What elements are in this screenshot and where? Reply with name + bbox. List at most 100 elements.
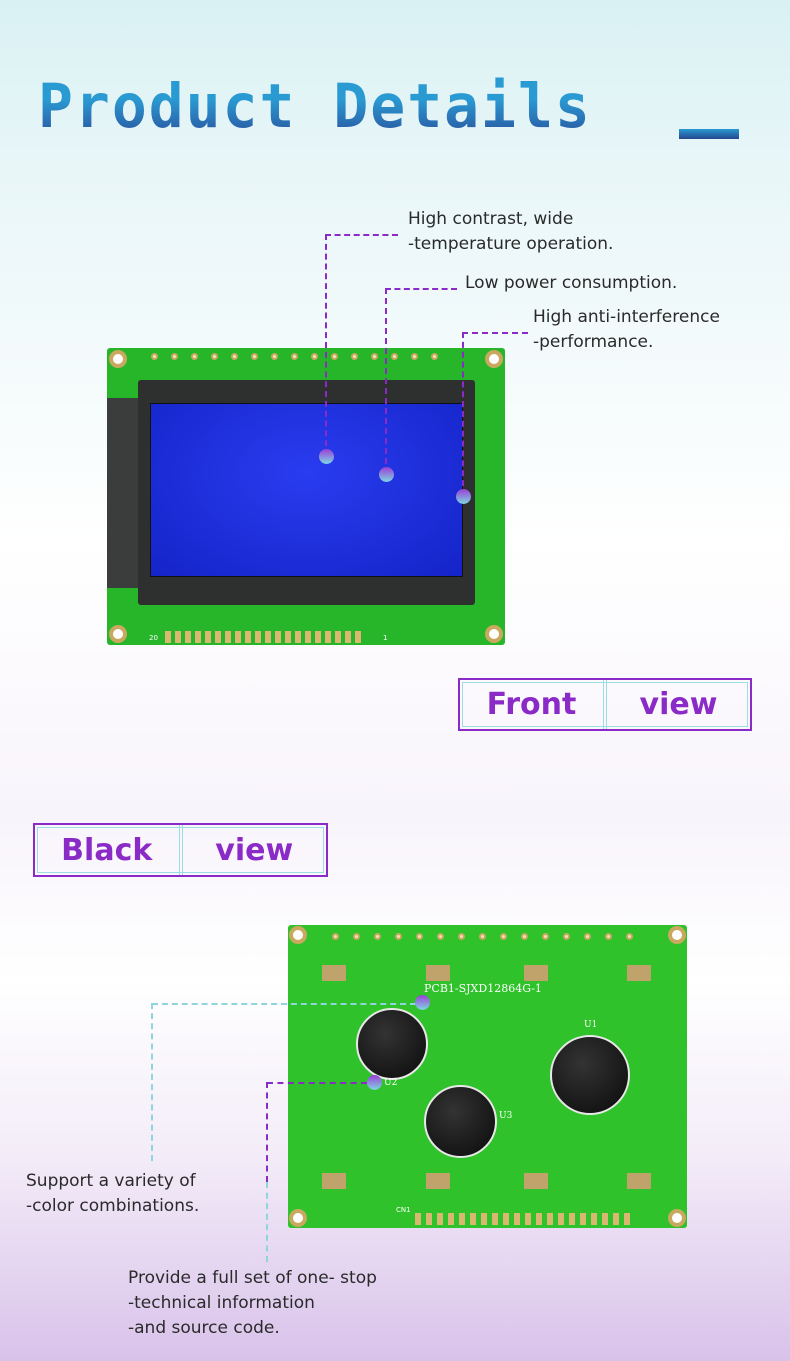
pin-hole [431,353,438,360]
chip-u2 [356,1008,428,1080]
feature-low-power: Low power consumption. [465,273,678,293]
pin-hole [437,933,444,940]
gold-finger [536,1213,542,1225]
callout-dot [456,489,471,504]
gold-finger [470,1213,476,1225]
pin-hole [584,933,591,940]
pin-hole [332,933,339,940]
tag-word: Front [486,687,577,722]
feature-technical-info: Provide a full set of one- stop -technic… [128,1268,377,1338]
pin-hole [371,353,378,360]
tag-word: view [178,825,327,875]
gold-finger [547,1213,553,1225]
gold-finger [215,631,221,643]
gold-finger [602,1213,608,1225]
pin-hole [151,353,158,360]
feature-anti-interference: High anti-interference -performance. [533,307,720,352]
gold-finger [335,631,341,643]
callout-line [325,234,398,236]
gold-finger [165,631,171,643]
gold-finger [492,1213,498,1225]
pin-hole [251,353,258,360]
gold-finger [305,631,311,643]
back-pcb-image: PCB1-SJXD12864G-1 U1 U2 U3 CN1 [288,925,687,1228]
pin-hole [542,933,549,940]
pin-hole [291,353,298,360]
pin-hole [500,933,507,940]
pin-hole [563,933,570,940]
gold-finger [459,1213,465,1225]
gold-finger [255,631,261,643]
page-title: Product Details [38,70,592,142]
pin-hole [391,353,398,360]
pin-hole [479,933,486,940]
pin-hole [521,933,528,940]
pin-hole [171,353,178,360]
chip-label: U1 [584,1020,598,1030]
tag-word: view [603,680,750,729]
callout-line [266,1182,268,1262]
pin-hole [626,933,633,940]
gold-finger [481,1213,487,1225]
gold-finger [437,1213,443,1225]
front-view-tag: Front view [458,678,752,731]
callout-line [266,1082,268,1182]
pcb-label: PCB1-SJXD12864G-1 [424,982,542,995]
callout-dot [379,467,394,482]
gold-finger [245,631,251,643]
callout-dot [319,449,334,464]
gold-finger [205,631,211,643]
pin-hole [605,933,612,940]
pin-hole [353,933,360,940]
pin-hole [231,353,238,360]
pin-hole [416,933,423,940]
pin-hole [395,933,402,940]
gold-finger [285,631,291,643]
gold-finger [195,631,201,643]
callout-line [462,332,464,496]
callout-line [385,288,457,290]
pin-hole [311,353,318,360]
callout-line [151,1003,153,1161]
pin-hole [458,933,465,940]
title-accent-bar [679,129,739,139]
gold-finger [265,631,271,643]
pin-hole [271,353,278,360]
front-lcd-module-image: 20 1 [107,348,505,645]
gold-finger [295,631,301,643]
tag-word: Black [61,832,153,868]
feature-color-combinations: Support a variety of -color combinations… [26,1171,200,1216]
gold-finger [580,1213,586,1225]
gold-finger [525,1213,531,1225]
gold-finger [415,1213,421,1225]
callout-dot [367,1075,382,1090]
chip-u3 [424,1085,497,1158]
gold-finger [514,1213,520,1225]
callout-line [267,1082,367,1084]
back-view-tag: Black view [33,823,328,877]
gold-finger [185,631,191,643]
pin-hole [411,353,418,360]
gold-finger [275,631,281,643]
pin-hole [374,933,381,940]
chip-label: U3 [499,1111,513,1121]
gold-finger [569,1213,575,1225]
gold-finger [345,631,351,643]
pin-hole [351,353,358,360]
gold-finger [503,1213,509,1225]
callout-line [152,1003,416,1005]
pin-label-1: 1 [383,634,388,642]
gold-finger [355,631,361,643]
feature-contrast: High contrast, wide -temperature operati… [408,209,614,254]
gold-finger [558,1213,564,1225]
chip-u1 [550,1035,630,1115]
callout-line [385,288,387,474]
pin-hole [211,353,218,360]
gold-finger [235,631,241,643]
gold-finger [315,631,321,643]
gold-finger [325,631,331,643]
gold-finger [591,1213,597,1225]
gold-finger [175,631,181,643]
gold-finger [624,1213,630,1225]
gold-finger [225,631,231,643]
